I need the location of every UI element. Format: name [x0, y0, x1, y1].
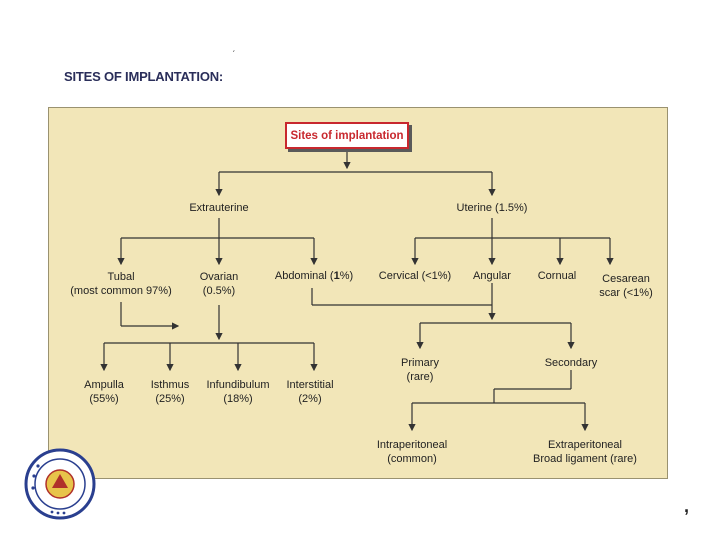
- node-interstitial-label: Interstitial: [286, 379, 334, 391]
- stray-mark: ˊ: [232, 50, 236, 61]
- diagram-panel: [48, 107, 668, 479]
- node-intraperitoneal-label: Intraperitoneal: [376, 439, 448, 451]
- node-interstitial: Interstitial (2%): [286, 378, 333, 406]
- node-cornual: Cornual: [537, 270, 577, 282]
- node-ampulla-label: Ampulla: [84, 379, 124, 391]
- institution-seal-logo: [24, 448, 96, 520]
- node-ampulla-percent: (55%): [89, 393, 119, 405]
- node-primary-note: (rare): [406, 371, 434, 383]
- node-extraperitoneal-label: Extraperitoneal: [548, 439, 622, 451]
- node-primary-label: Primary: [401, 357, 439, 369]
- node-extraperitoneal: Extraperitoneal Broad ligament (rare): [533, 438, 637, 466]
- node-isthmus: Isthmus (25%): [151, 378, 190, 406]
- node-tubal: Tubal (most common 97%): [70, 270, 171, 298]
- node-cesarean-percent: scar (<1%): [599, 287, 653, 299]
- node-secondary: Secondary: [544, 357, 598, 369]
- node-intraperitoneal: Intraperitoneal (common): [377, 438, 447, 466]
- node-angular: Angular: [473, 270, 511, 282]
- node-ovarian: Ovarian (0.5%): [200, 270, 239, 298]
- node-extraperitoneal-note: Broad ligament (rare): [533, 453, 637, 465]
- slide-title: SITES OF IMPLANTATION:: [64, 69, 224, 84]
- node-tubal-label: Tubal: [107, 271, 135, 283]
- node-interstitial-percent: (2%): [298, 393, 322, 405]
- node-abdominal: Abdominal (1%): [275, 269, 353, 283]
- node-intraperitoneal-note: (common): [387, 453, 437, 465]
- node-isthmus-percent: (25%): [155, 393, 185, 405]
- node-primary: Primary (rare): [401, 356, 439, 384]
- node-abdominal-number: 1: [333, 270, 340, 282]
- node-uterine: Uterine (1.5%): [456, 202, 528, 214]
- node-cesarean: Cesarean scar (<1%): [599, 272, 653, 300]
- corner-comma: ,: [684, 496, 690, 516]
- node-extrauterine: Extrauterine: [189, 202, 249, 214]
- node-infundibulum-percent: (18%): [223, 393, 253, 405]
- node-cervical: Cervical (<1%): [378, 270, 452, 282]
- node-ovarian-percent: (0.5%): [202, 285, 236, 297]
- node-abdominal-prefix: Abdominal (: [274, 270, 334, 282]
- node-infundibulum: Infundibulum (18%): [207, 378, 270, 406]
- node-ampulla: Ampulla (55%): [84, 378, 124, 406]
- node-cesarean-label: Cesarean: [602, 273, 650, 285]
- node-infundibulum-label: Infundibulum: [206, 379, 270, 391]
- node-isthmus-label: Isthmus: [150, 379, 190, 391]
- node-sites-of-implantation: Sites of implantation: [285, 122, 409, 149]
- node-tubal-percent: (most common 97%): [70, 285, 172, 297]
- node-abdominal-suffix: %): [339, 270, 354, 282]
- node-ovarian-label: Ovarian: [199, 271, 239, 283]
